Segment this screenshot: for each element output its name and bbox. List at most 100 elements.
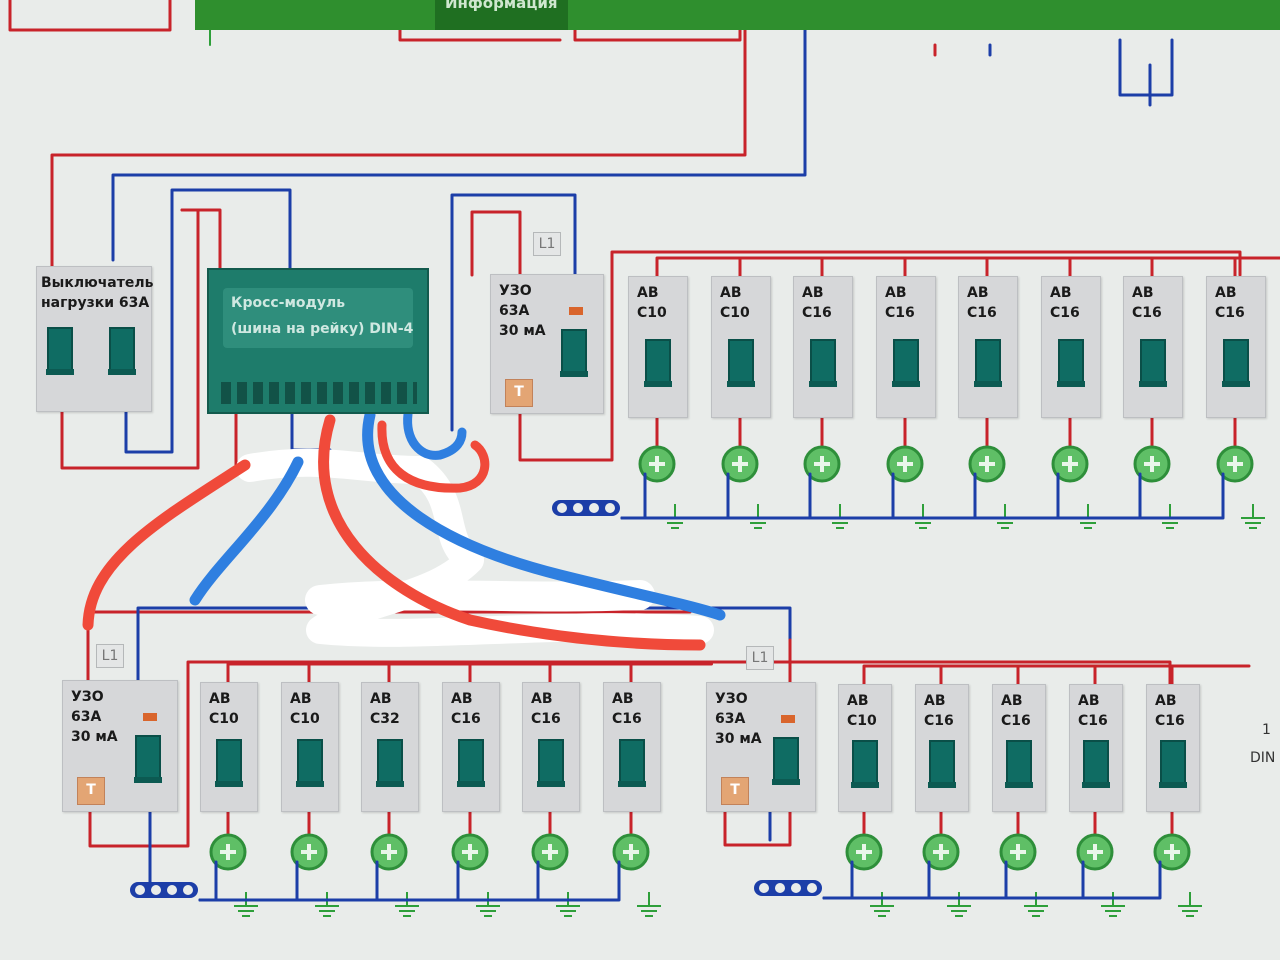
ground-terminal-icon[interactable] <box>886 445 924 483</box>
phase-wire <box>1068 256 1154 278</box>
earth-symbol-icon <box>993 504 1017 529</box>
neutral-bus-icon[interactable] <box>552 500 620 516</box>
earth-symbol-icon <box>911 504 935 529</box>
breaker-lever[interactable] <box>644 339 672 387</box>
breaker-lever[interactable] <box>457 739 485 787</box>
neutral-wire <box>124 188 292 454</box>
circuit-breaker[interactable]: АВ С10 <box>711 276 771 418</box>
circuit-breaker[interactable]: АВ С16 <box>1041 276 1101 418</box>
phase-wire <box>8 0 172 32</box>
circuit-breaker[interactable]: АВ С16 <box>1146 684 1200 812</box>
phase-wire <box>629 662 713 684</box>
breaker-lever[interactable] <box>928 740 956 788</box>
breaker-label: АВ С16 <box>1001 693 1031 729</box>
ground-terminal-icon[interactable] <box>209 833 247 871</box>
main-load-switch[interactable]: Выключатель нагрузки 63А <box>36 266 153 412</box>
circuit-breaker[interactable]: АВ С10 <box>628 276 688 418</box>
breaker-lever[interactable] <box>1005 740 1033 788</box>
earth-symbol-icon <box>1158 504 1182 529</box>
ground-terminal-icon[interactable] <box>999 833 1037 871</box>
ground-terminal-icon[interactable] <box>612 833 650 871</box>
breaker-lever[interactable] <box>1139 339 1167 387</box>
breaker-lever[interactable] <box>296 739 324 787</box>
earth-symbol-icon <box>315 892 339 917</box>
ground-terminal-icon[interactable] <box>1153 833 1191 871</box>
ground-terminal-icon[interactable] <box>638 445 676 483</box>
neutral-bus-icon[interactable] <box>754 880 822 896</box>
ground-terminal-icon[interactable] <box>1076 833 1114 871</box>
rcd-test-button[interactable]: T <box>77 777 105 805</box>
rcd-test-button[interactable]: T <box>505 379 533 407</box>
ground-terminal-icon[interactable] <box>968 445 1006 483</box>
ground-terminal-icon[interactable] <box>1051 445 1089 483</box>
breaker-label: АВ С16 <box>1215 285 1245 321</box>
neutral-wire <box>198 860 218 902</box>
circuit-breaker[interactable]: АВ С16 <box>1123 276 1183 418</box>
tab-information[interactable]: Информация <box>435 0 568 30</box>
breaker-label: АВ С16 <box>612 691 642 727</box>
circuit-breaker[interactable]: АВ С16 <box>992 684 1046 812</box>
rcd-test-button[interactable]: T <box>721 777 749 805</box>
breaker-lever[interactable] <box>1082 740 1110 788</box>
breaker-lever[interactable] <box>376 739 404 787</box>
breaker-lever[interactable] <box>215 739 243 787</box>
ground-terminal-icon[interactable] <box>803 445 841 483</box>
phase-wire <box>307 662 391 684</box>
ground-terminal-icon[interactable] <box>531 833 569 871</box>
breaker-label: АВ С16 <box>1050 285 1080 321</box>
ground-terminal-icon[interactable] <box>1216 445 1254 483</box>
breaker-lever[interactable] <box>1222 339 1250 387</box>
circuit-breaker[interactable]: АВ С10 <box>200 682 258 812</box>
rcd-lever[interactable] <box>772 737 800 785</box>
circuit-breaker[interactable]: АВ С16 <box>603 682 661 812</box>
ground-terminal-icon[interactable] <box>922 833 960 871</box>
circuit-breaker[interactable]: АВ С16 <box>442 682 500 812</box>
cross-module[interactable]: Кросс-модуль (шина на рейку) DIN-4 <box>207 268 429 414</box>
breaker-label: АВ С16 <box>967 285 997 321</box>
neutral-bus-icon[interactable] <box>130 882 198 898</box>
breaker-lever[interactable] <box>1159 740 1187 788</box>
earth-symbol-icon <box>234 892 258 917</box>
circuit-breaker[interactable]: АВ С16 <box>1206 276 1266 418</box>
breaker-lever[interactable] <box>1057 339 1085 387</box>
phase-wire <box>985 256 1071 278</box>
earth-symbol-icon <box>1024 892 1048 917</box>
circuit-breaker[interactable]: АВ С10 <box>838 684 892 812</box>
breaker-lever[interactable] <box>974 339 1002 387</box>
paint-stroke <box>362 409 726 621</box>
breaker-lever[interactable] <box>851 740 879 788</box>
breaker-lever[interactable] <box>618 739 646 787</box>
rcd-lever[interactable] <box>560 329 588 377</box>
ground-terminal-icon[interactable] <box>451 833 489 871</box>
breaker-lever[interactable] <box>809 339 837 387</box>
circuit-breaker[interactable]: АВ С16 <box>958 276 1018 418</box>
circuit-breaker[interactable]: АВ С10 <box>281 682 339 812</box>
breaker-lever[interactable] <box>727 339 755 387</box>
rcd-lever[interactable] <box>134 735 162 783</box>
circuit-breaker[interactable]: АВ С32 <box>361 682 419 812</box>
phase-tag-l1: L1 <box>96 644 124 668</box>
breaker-lever[interactable] <box>537 739 565 787</box>
phase-wire <box>903 256 989 278</box>
circuit-breaker[interactable]: АВ С16 <box>1069 684 1123 812</box>
ground-terminal-icon[interactable] <box>290 833 328 871</box>
circuit-breaker[interactable]: АВ С16 <box>522 682 580 812</box>
side-text-din: DIN <box>1250 750 1276 766</box>
breaker-label: АВ С16 <box>802 285 832 321</box>
paint-stroke <box>189 456 304 606</box>
main-switch-lever-left[interactable] <box>46 327 74 375</box>
phase-wire <box>470 210 522 277</box>
breaker-lever[interactable] <box>892 339 920 387</box>
ground-terminal-icon[interactable] <box>721 445 759 483</box>
ground-terminal-icon[interactable] <box>1133 445 1171 483</box>
ground-terminal-icon[interactable] <box>845 833 883 871</box>
circuit-breaker[interactable]: АВ С16 <box>793 276 853 418</box>
ground-terminal-icon[interactable] <box>370 833 408 871</box>
circuit-breaker[interactable]: АВ С16 <box>915 684 969 812</box>
circuit-breaker[interactable]: АВ С16 <box>876 276 936 418</box>
main-switch-lever-right[interactable] <box>108 327 136 375</box>
breaker-label: АВ С16 <box>531 691 561 727</box>
